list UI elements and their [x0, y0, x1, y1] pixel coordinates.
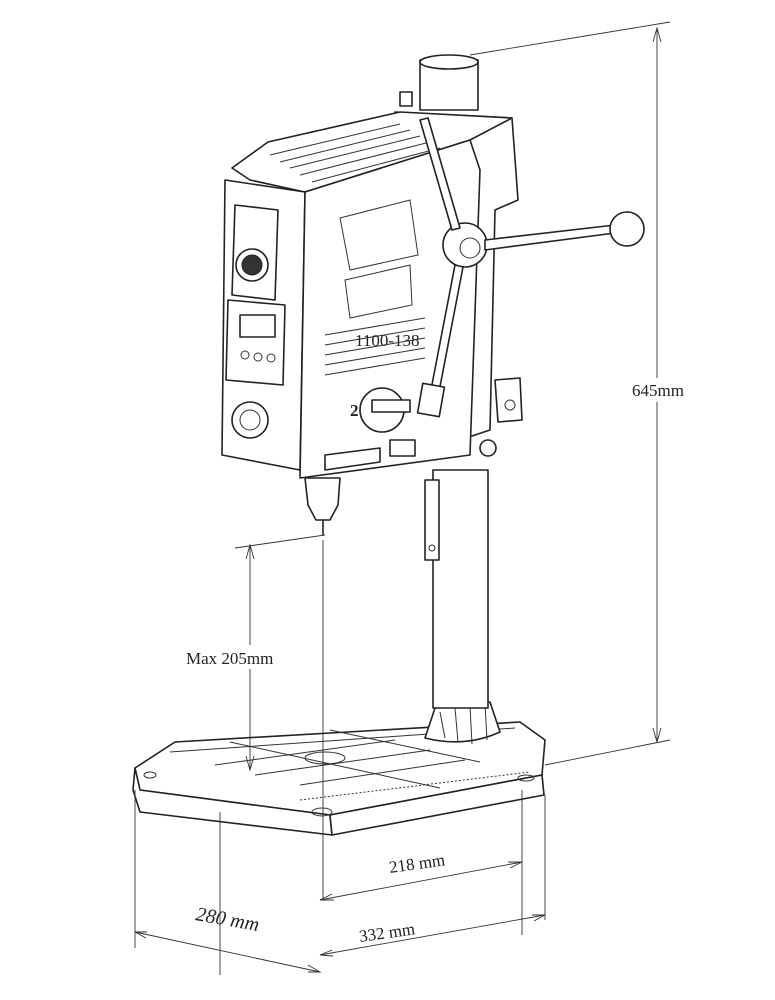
base-width-label: 332 mm: [358, 919, 416, 946]
table-width-label: 218 mm: [388, 850, 446, 877]
speed-switch-digit: 2: [350, 401, 359, 420]
height-dimension: 645mm: [469, 21, 686, 766]
machine-head: 1100-138 2: [221, 54, 523, 536]
depth-knob-icon: [231, 401, 269, 439]
machine-base: [132, 721, 546, 836]
machine-column: [424, 469, 501, 745]
speed-knob-icon: [235, 248, 269, 282]
max-height-label: Max 205mm: [186, 649, 273, 668]
max-height-dimension: Max 205mm: [182, 534, 326, 900]
feed-handles: [416, 117, 645, 418]
type-plate-label: 1100-138: [355, 331, 420, 350]
base-depth-label: 280 mm: [194, 903, 261, 936]
height-label: 645mm: [632, 381, 684, 400]
